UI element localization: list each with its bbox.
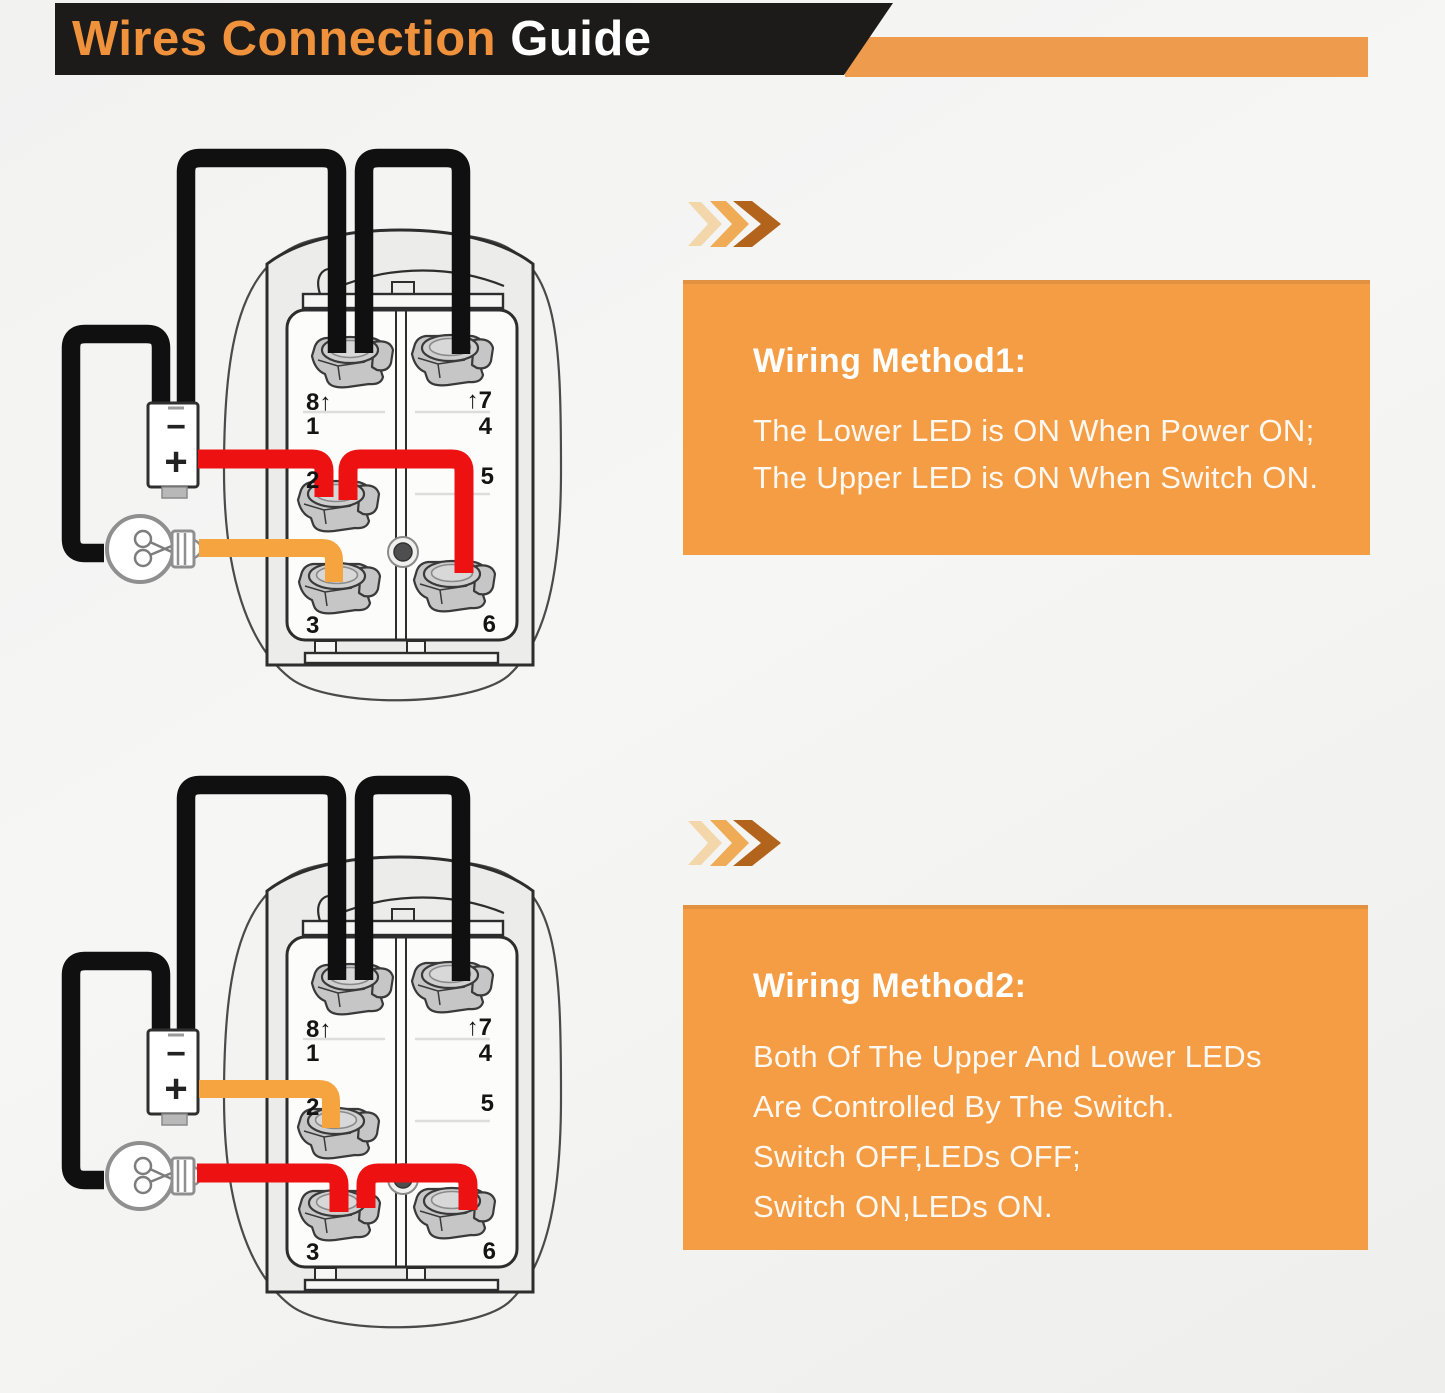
wiring-method1-box: Wiring Method1: The Lower LED is ON When… [683, 280, 1370, 555]
terminal-label-1: 1 [306, 1040, 319, 1067]
red-wire-terminal3-to-terminal6 [356, 1163, 478, 1210]
terminal-label-2: 2 [306, 1094, 319, 1121]
battery-plus-label: + [164, 1067, 187, 1111]
wiring-method2-line: Switch ON,LEDs ON. [753, 1189, 1053, 1224]
terminal-label-3: 3 [306, 1239, 319, 1266]
orange-wire-battery-to-terminal2 [199, 1080, 340, 1128]
wiring-method1-line: The Upper LED is ON When Switch ON. [753, 460, 1319, 495]
chevron-right-icon [733, 201, 781, 247]
red-wire-terminal2-to-terminal6 [338, 449, 474, 573]
terminal-label-7: ↑7 [467, 387, 492, 414]
terminal-label-8: 8↑ [306, 389, 331, 416]
terminal-label-5: 5 [481, 1090, 494, 1117]
wiring-method2-heading: Wiring Method2: [753, 967, 1027, 1005]
chevron-right-icon [710, 820, 749, 866]
terminal-label-4: 4 [479, 1040, 493, 1067]
chevron-right-icon [688, 202, 722, 246]
terminal-label-1: 1 [306, 413, 319, 440]
terminal-label-6: 6 [483, 611, 496, 638]
wiring-method1-line: The Lower LED is ON When Power ON; [753, 413, 1315, 448]
wiring-method2-box: Wiring Method2: Both Of The Upper And Lo… [683, 905, 1368, 1250]
terminal-label-4: 4 [479, 413, 493, 440]
chevron-right-icon [733, 820, 781, 866]
terminal-label-3: 3 [306, 612, 319, 639]
terminal-label-7: ↑7 [467, 1014, 492, 1041]
orange-wire-bulb-to-terminal3 [199, 539, 343, 582]
chevron-right-icon [688, 821, 722, 865]
header-accent-bar [845, 37, 1368, 77]
terminal-label-2: 2 [306, 467, 319, 494]
chevrons-icon-method1 [688, 201, 781, 247]
wiring-method2-line: Switch OFF,LEDs OFF; [753, 1139, 1082, 1174]
chevrons-icon-method2 [688, 820, 781, 866]
terminal-label-6: 6 [483, 1238, 496, 1265]
battery-minus-label: − [166, 1035, 186, 1073]
battery-minus-label: − [166, 408, 186, 446]
diagram-method2: − + 8↑ 1 ↑7 4 2 5 3 6 [71, 785, 561, 1327]
wiring-method2-line: Are Controlled By The Switch. [753, 1089, 1175, 1124]
page-title-part2: Guide [510, 12, 652, 66]
wiring-method1-heading: Wiring Method1: [753, 342, 1027, 380]
page-title-part1: Wires Connection [72, 12, 511, 66]
red-wire-bulb-to-terminal3 [197, 1163, 349, 1212]
terminal-label-8: 8↑ [306, 1016, 331, 1043]
wiring-method2-line: Both Of The Upper And Lower LEDs [753, 1039, 1262, 1074]
chevron-right-icon [710, 201, 749, 247]
red-wire-battery-to-terminal2 [198, 449, 334, 497]
battery-plus-label: + [164, 440, 187, 484]
terminal-label-5: 5 [481, 463, 494, 490]
header-banner: Wires Connection Guide [55, 3, 893, 75]
wiring-diagrams: − + 8↑ 1 ↑7 4 2 5 3 6 − + 8↑ 1 ↑7 4 [0, 0, 700, 1393]
diagram-method1: − + 8↑ 1 ↑7 4 2 5 3 6 [71, 158, 561, 700]
